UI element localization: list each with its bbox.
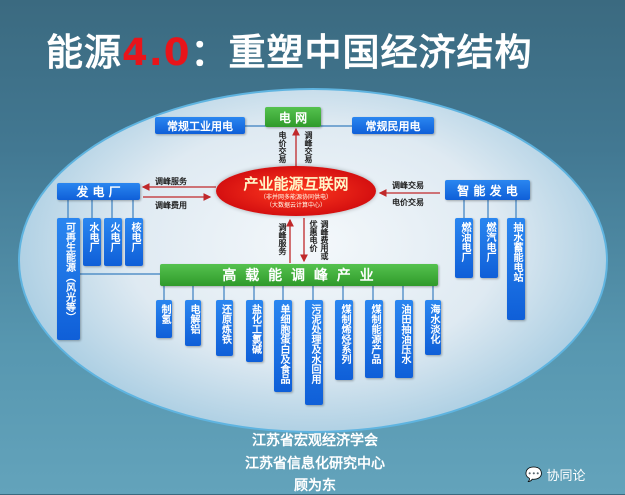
industry-item: 电解铝 [185, 300, 201, 346]
plant-item: 核电厂 [125, 218, 143, 266]
industrial-energy-internet-hub: 产业能源互联网 （非并网多能源协同供电） （大数据云计算中心） [216, 166, 376, 216]
smart-link-bottom-label: 电价交易 [392, 198, 424, 207]
hub-title: 产业能源互联网 [243, 175, 349, 193]
footer-org-1: 江苏省宏观经济学会 [252, 433, 378, 449]
industry-item: 煤制能源产品 [365, 300, 383, 378]
smart-link-top-label: 调峰交易 [392, 181, 424, 190]
hub-subtitle: （大数据云计算中心） [265, 202, 326, 209]
industry-item: 盐化工氯碱 [246, 300, 263, 362]
plant-item: 可再生能源（风光等） [57, 218, 80, 340]
industry-link-mid-label: 优惠电价 [309, 220, 318, 252]
footer-author: 顾为东 [294, 478, 336, 494]
power-plant-box: 发 电 厂 [57, 183, 140, 200]
industry-item: 煤制烯烃系列 [335, 300, 353, 380]
smart-item: 燃汽电厂 [480, 218, 498, 278]
industry-item: 海水淡化 [425, 300, 441, 355]
industry-item: 污泥处理及水回用 [305, 300, 323, 405]
industry-item: 油田抽油压水 [395, 300, 413, 378]
grid-link-left-label: 电价交易 [278, 131, 287, 163]
smart-item: 抽水蓄能电站 [507, 218, 525, 320]
title-part: ：重塑中国经济结构 [190, 31, 533, 74]
footer-org-2: 江苏省信息化研究中心 [245, 456, 385, 472]
smart-item: 燃油电厂 [455, 218, 473, 278]
wechat-icon: 💬 [525, 466, 543, 483]
hub-subtitle: （非并网多能源协同供电） [259, 194, 332, 201]
title-version: 4.0 [122, 31, 191, 74]
peak-load-industry-bar: 高 载 能 调 峰 产 业 [160, 264, 438, 286]
grid-link-right-label: 调峰交易 [304, 131, 313, 163]
industry-item: 制氢 [156, 300, 172, 338]
plant-item: 水电厂 [83, 218, 101, 266]
industry-link-left-label: 调峰服务 [278, 223, 287, 255]
industry-item: 单细胞蛋白及食品 [274, 300, 292, 392]
smart-generation-box: 智 能 发 电 [445, 180, 530, 200]
title-part: 能源 [46, 31, 122, 74]
plant-link-bottom-label: 调峰费用 [155, 201, 187, 210]
industrial-power-box: 常规工业用电 [155, 117, 245, 134]
page-title: 能源4.0：重塑中国经济结构 [46, 22, 533, 76]
grid-box: 电 网 [265, 107, 321, 127]
watermark-text: 协同论 [546, 469, 586, 484]
plant-item: 火电厂 [104, 218, 122, 266]
watermark: 💬协同论 [525, 465, 586, 485]
industry-item: 还原炼铁 [216, 300, 233, 356]
residential-power-box: 常规民用电 [352, 117, 434, 134]
plant-link-top-label: 调峰服务 [155, 177, 187, 186]
industry-link-right-label: 调峰费用或 [320, 220, 329, 260]
